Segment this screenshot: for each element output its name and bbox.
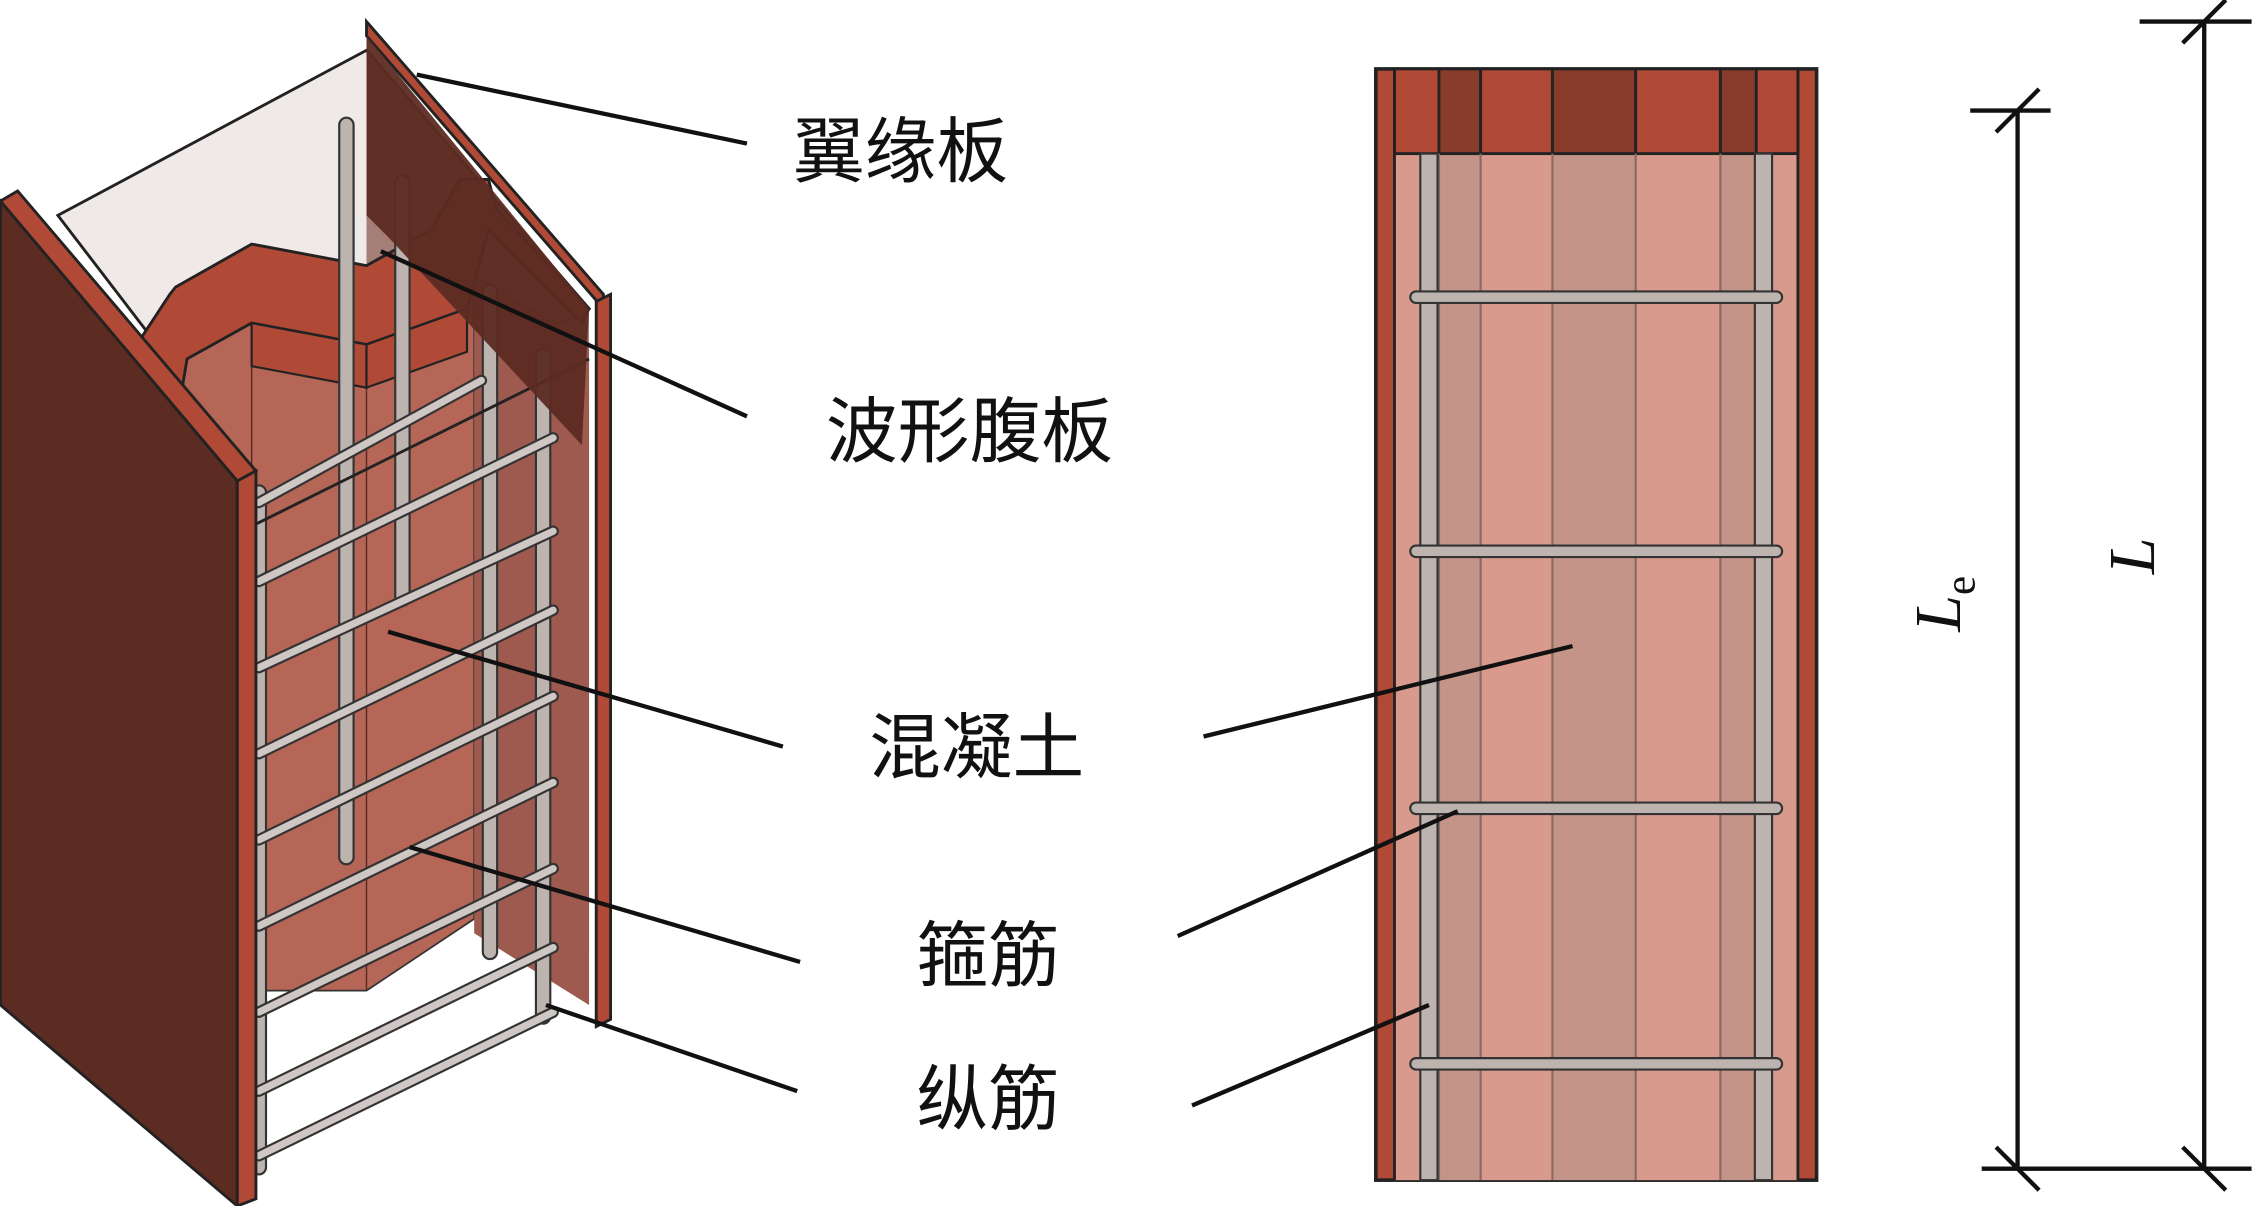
- label-concrete: 混凝土: [869, 705, 1084, 789]
- left-flange-plate: [0, 189, 259, 1206]
- effective-length-label: Le: [1902, 576, 1984, 633]
- elevation-view: [1374, 67, 1819, 1182]
- label-longitudinal-bar: 纵筋: [916, 1057, 1060, 1141]
- elevation-stirrups: [1409, 290, 1784, 1071]
- label-flange-plate: 翼缘板: [793, 110, 1008, 194]
- label-corrugated-web: 波形腹板: [826, 390, 1113, 474]
- right-flange-plate: [365, 17, 613, 1029]
- dimension-lines: [1970, 0, 2252, 1192]
- leader-lines: [379, 72, 1574, 1108]
- elevation-longitudinal-bars: [1419, 152, 1774, 1182]
- stirrups: [253, 374, 559, 1162]
- web-top-band: [1393, 67, 1800, 156]
- concrete-strips: [1394, 153, 1798, 1181]
- label-stirrup: 箍筋: [916, 914, 1060, 998]
- isometric-column-view: [0, 17, 613, 1206]
- total-length-label: L: [2096, 538, 2169, 576]
